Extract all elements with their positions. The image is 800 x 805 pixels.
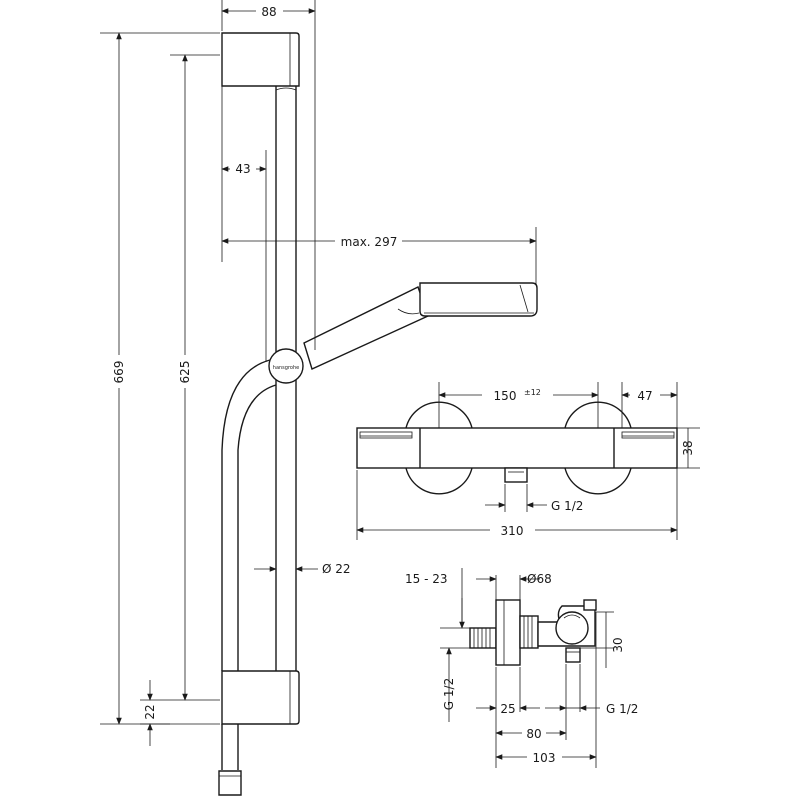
dim-valve-length: 310 [501, 524, 524, 538]
thermostat-front: 150 ±12 47 38 G 1/2 310 [356, 382, 700, 540]
dim-valve-end: 47 [637, 389, 652, 403]
dim-hose-reach: max. 297 [341, 235, 398, 249]
dim-total-height: 669 [112, 361, 126, 384]
hose-nut [218, 770, 242, 796]
top-bracket [221, 32, 300, 87]
dim-rail-height: 625 [178, 361, 192, 384]
dim-side-thread: G 1/2 [442, 678, 456, 710]
shower-rail: hansgrohe [218, 32, 538, 796]
side-outlet [565, 647, 581, 663]
dim-bar-width: 88 [261, 5, 276, 19]
thermostat-side: Ø68 15 - 23 G 1/2 25 80 103 30 [405, 568, 638, 768]
dim-bottom-gap: 22 [143, 704, 157, 719]
dim-side-depth-103: 103 [533, 751, 556, 765]
dim-valve-centers-tol: ±12 [524, 388, 541, 397]
svg-text:hansgrohe: hansgrohe [273, 365, 299, 371]
dim-side-depth-80: 80 [526, 727, 541, 741]
side-flange [495, 599, 521, 666]
dim-bar-offset: 43 [235, 162, 250, 176]
shower-hose [221, 359, 271, 671]
dim-valve-centers: 150 [494, 389, 517, 403]
dim-rail-diameter: Ø 22 [322, 562, 351, 576]
slider [268, 348, 304, 384]
rail-dimensions: 88 43 max. 297 669 625 22 Ø 22 [100, 0, 537, 746]
dim-valve-inlet: G 1/2 [551, 499, 583, 513]
dim-side-outlet: G 1/2 [606, 702, 638, 716]
hand-shower-handle [303, 286, 429, 370]
thermostat-body [356, 427, 678, 469]
dim-side-flange: Ø68 [527, 572, 552, 586]
dim-side-adjust: 15 - 23 [405, 572, 448, 586]
dim-side-outlet-height: 30 [611, 637, 625, 652]
dim-side-depth-25: 25 [500, 702, 515, 716]
dim-valve-height: 38 [681, 440, 695, 455]
outlet-nipple [504, 467, 528, 483]
bottom-bracket [221, 670, 300, 725]
hand-shower-head [419, 282, 538, 317]
